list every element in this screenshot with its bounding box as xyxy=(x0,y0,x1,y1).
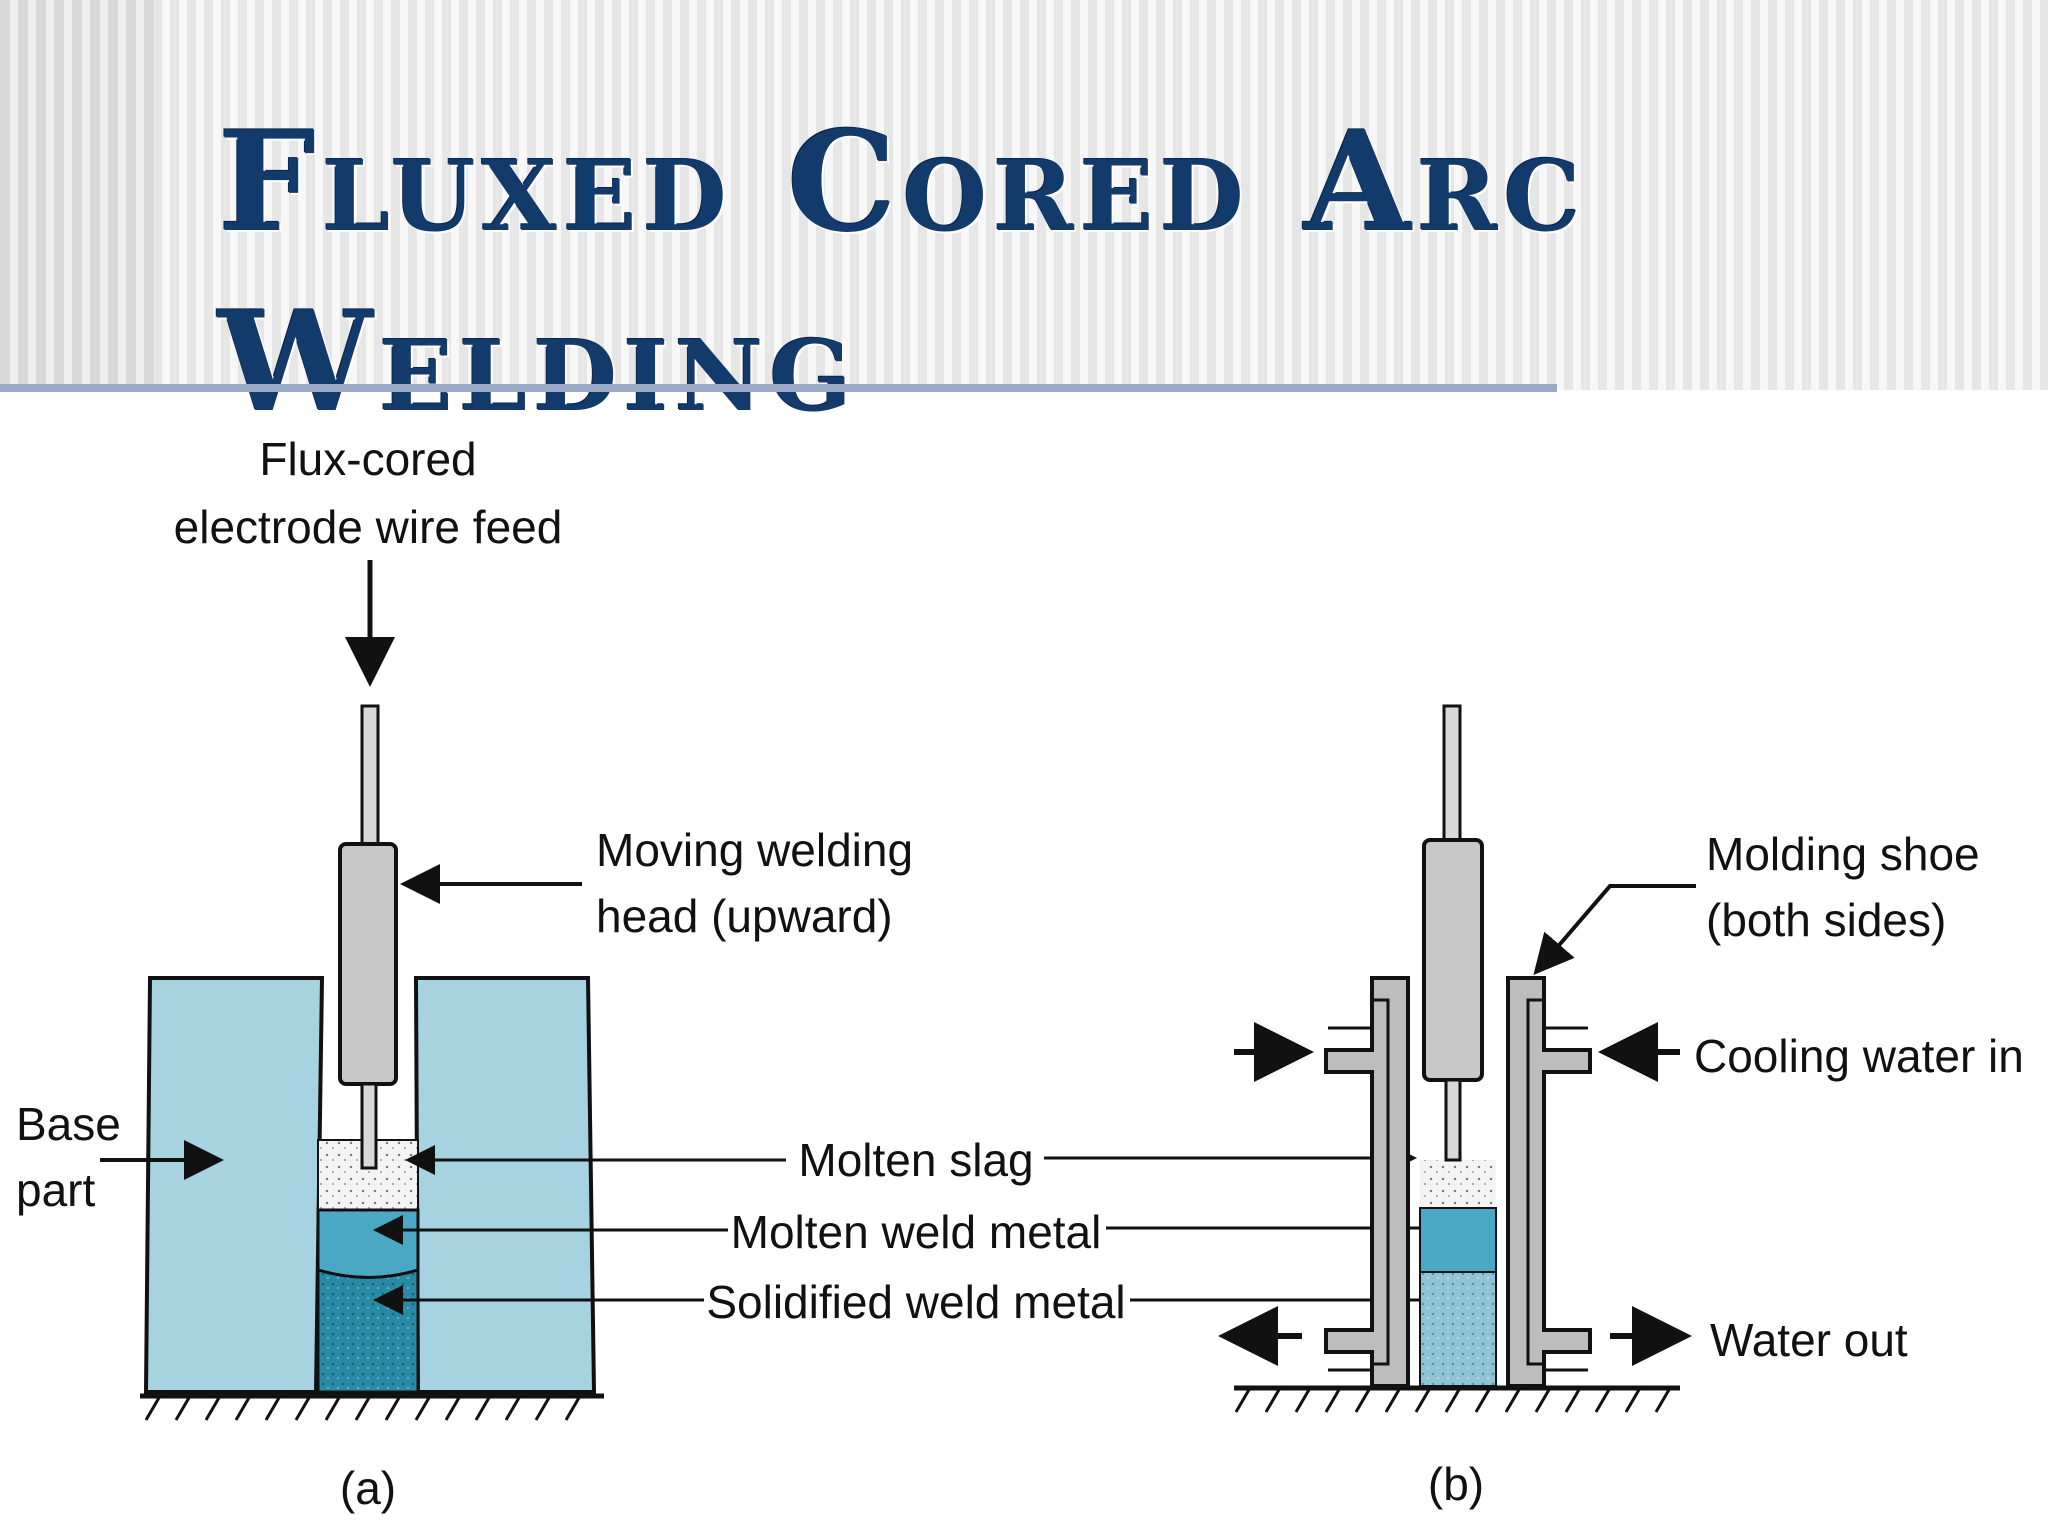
molten-weld-metal-b xyxy=(1419,1207,1497,1273)
welding-head-b xyxy=(1422,838,1484,1082)
molding-shoe-arrow xyxy=(1533,884,1696,976)
base-part-right xyxy=(413,976,597,1394)
caption-a: (a) xyxy=(340,1462,396,1514)
molten-weld-metal-label: Molten weld metal xyxy=(731,1206,1102,1258)
head-label-line2: head (upward) xyxy=(596,890,893,942)
molten-slag-label: Molten slag xyxy=(798,1134,1033,1186)
caption-b: (b) xyxy=(1428,1458,1484,1510)
molding-shoe-label-line2: (both sides) xyxy=(1706,894,1946,946)
ground-hatch-a xyxy=(144,1395,582,1421)
molten-weld-metal-a xyxy=(316,1208,420,1279)
shared-labels: Molten slag Molten weld metal Solidified… xyxy=(373,1134,1451,1328)
title-background xyxy=(0,0,2048,390)
ground-hatch-b xyxy=(1234,1387,1672,1413)
molten-slag-b xyxy=(1420,1160,1496,1208)
base-part-label-line1: Base xyxy=(16,1098,121,1150)
water-out-label: Water out xyxy=(1710,1314,1908,1366)
electrode-tip-a xyxy=(360,1082,378,1170)
wire-feed-label-line2: electrode wire feed xyxy=(174,501,563,553)
molding-shoe-right xyxy=(1506,976,1592,1388)
base-part-label-line2: part xyxy=(16,1164,95,1216)
molding-shoe-left-channel xyxy=(1328,998,1390,1372)
solidified-weld-metal-b xyxy=(1419,1271,1497,1387)
electrode-wire-a xyxy=(360,704,380,848)
head-label-line1: Moving welding xyxy=(596,824,913,876)
molding-shoe-right-channel xyxy=(1526,998,1588,1372)
solidified-weld-metal-a xyxy=(316,1267,420,1394)
wire-feed-label-line1: Flux-cored xyxy=(259,433,476,485)
welding-head-a xyxy=(338,842,398,1086)
diagram-a: Flux-cored electrode wire feed Moving we… xyxy=(16,433,913,1514)
diagram-b: Molding shoe (both sides) Cooling water … xyxy=(1218,704,2024,1510)
electrode-wire-b xyxy=(1442,704,1462,846)
title-background-edge xyxy=(0,0,155,390)
cooling-water-in-label: Cooling water in xyxy=(1694,1030,2024,1082)
title-underline xyxy=(0,384,1557,392)
molding-shoe-left xyxy=(1324,976,1410,1388)
molding-shoe-label-line1: Molding shoe xyxy=(1706,828,1980,880)
solidified-weld-metal-label: Solidified weld metal xyxy=(706,1276,1125,1328)
slide-title: Fluxed Cored Arc Welding xyxy=(218,100,1587,443)
base-part-left xyxy=(143,976,325,1394)
electrode-tip-b xyxy=(1444,1078,1462,1162)
